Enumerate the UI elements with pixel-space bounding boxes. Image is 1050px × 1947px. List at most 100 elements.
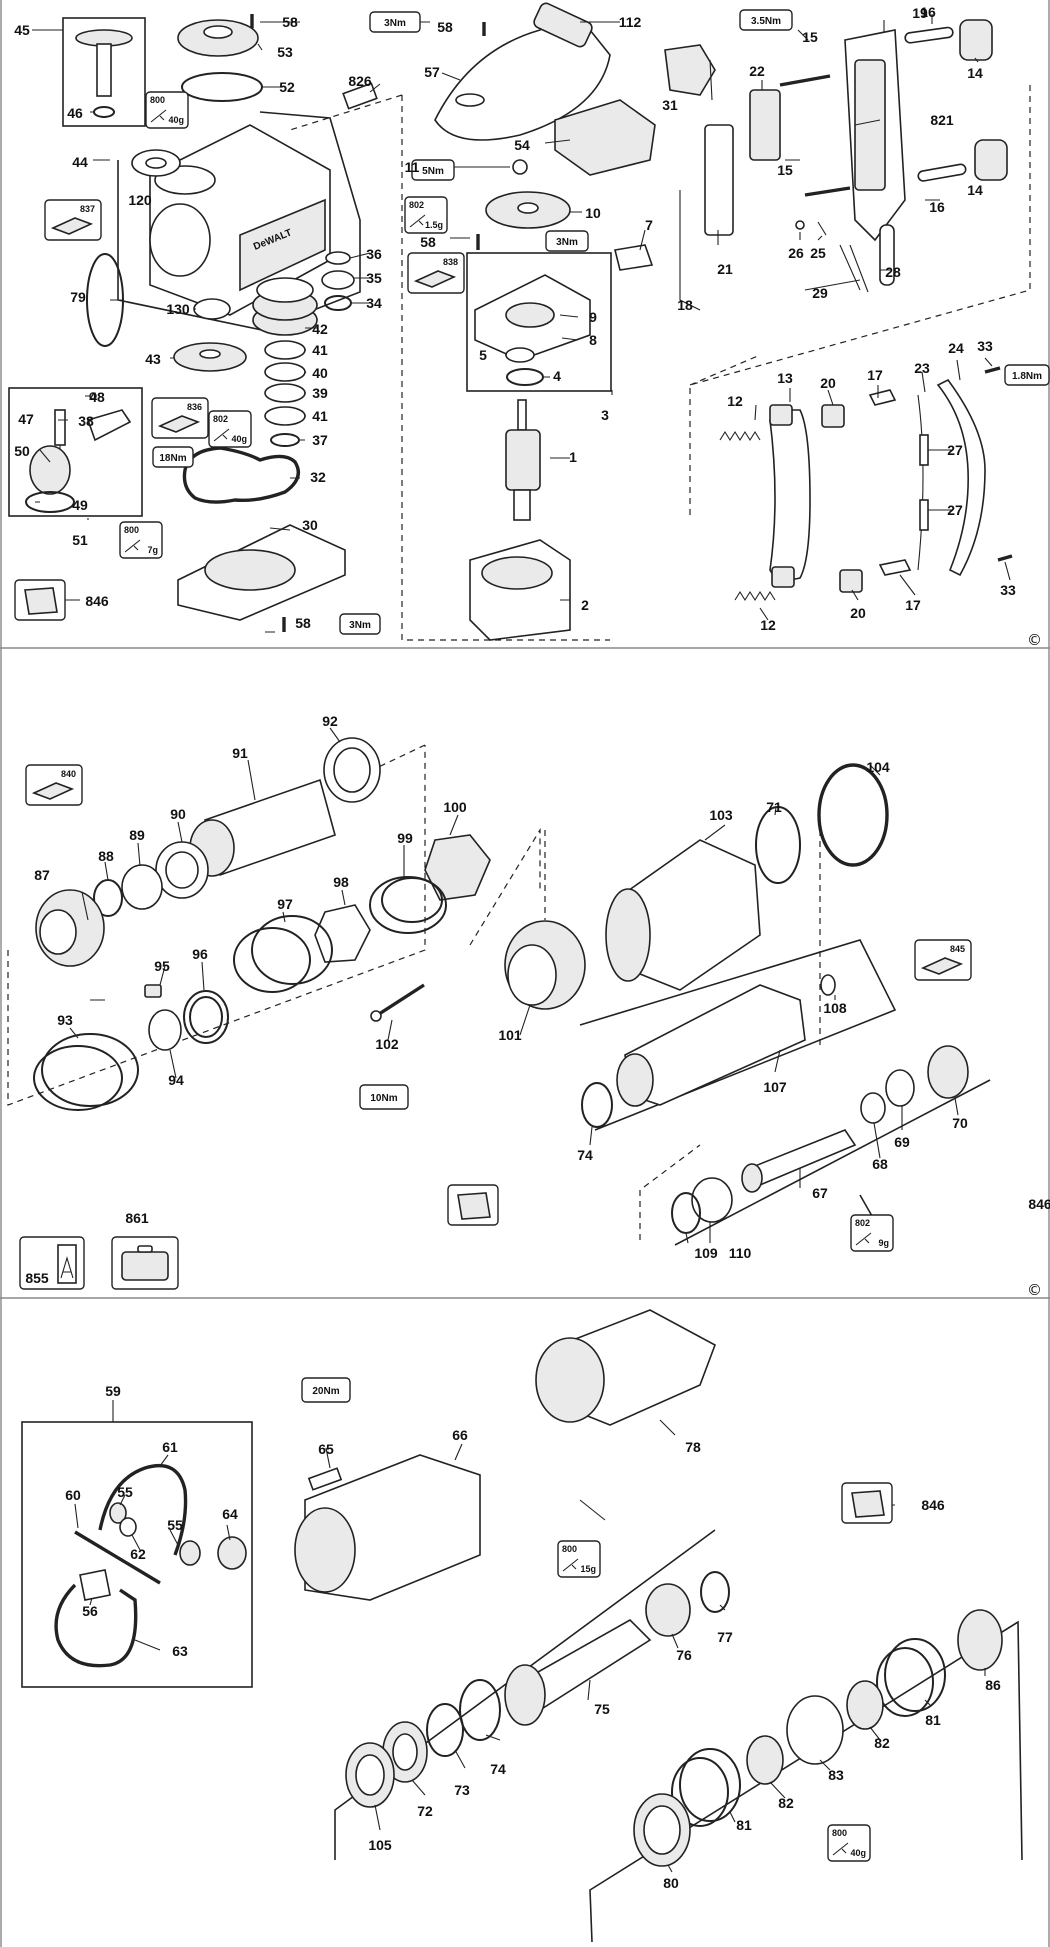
callout-label: 16 [929, 199, 945, 215]
part-75-end [504, 1664, 546, 1726]
callout-label: 22 [749, 63, 765, 79]
part-82b [746, 1735, 784, 1785]
leader-lines [69, 727, 959, 1244]
part-64 [217, 1536, 247, 1570]
carry-case-icon [111, 1236, 179, 1290]
callout-label: 82 [874, 1735, 890, 1751]
callout-label: 88 [98, 848, 114, 864]
grease-amount: 7g [147, 545, 158, 555]
frame-67 [674, 1079, 991, 1246]
part-70 [927, 1045, 969, 1099]
callout-label: 55 [117, 1484, 133, 1500]
part-41b [264, 406, 306, 426]
grease-gun-glyph [409, 214, 426, 228]
callout-label: 97 [277, 896, 293, 912]
torque-label: 3Nm [545, 230, 589, 252]
callout-label: 14 [967, 182, 983, 198]
kit-code: 837 [80, 204, 95, 214]
part-67-head [741, 1163, 763, 1193]
torque-label-frame [739, 9, 793, 31]
part-54 [554, 99, 656, 176]
grease-code: 802 [855, 1218, 870, 1228]
callout-label: 46 [67, 105, 83, 121]
kit-glyph [50, 217, 94, 235]
parts-bag-icon [841, 1482, 893, 1524]
callout-label: 58 [295, 615, 311, 631]
callout-label: 15 [777, 162, 793, 178]
part-16 [904, 26, 954, 44]
dashed-boundary [401, 95, 610, 641]
part-24 [936, 378, 986, 577]
part-93b [33, 1045, 123, 1111]
part-57 [434, 23, 611, 141]
part-97b [233, 927, 311, 993]
callout-label: 79 [70, 289, 86, 305]
part-20b [839, 569, 863, 593]
callout-label: 96 [192, 946, 208, 962]
callout-label: 50 [14, 443, 30, 459]
part-102-head [370, 1010, 382, 1022]
part-13-top [769, 404, 793, 426]
part-81c [679, 1748, 741, 1822]
part-15b [804, 186, 851, 197]
part-112 [533, 2, 593, 48]
callout-label: 67 [812, 1185, 828, 1201]
part-826 [342, 82, 378, 110]
part-92-inner [333, 747, 371, 793]
part-33 [984, 366, 1001, 374]
callout-label: 9 [589, 309, 597, 325]
callout-label: 71 [766, 799, 782, 815]
grease-badge-frame [145, 91, 189, 129]
part-96 [183, 990, 229, 1044]
dashed-boundary [689, 85, 1031, 520]
grease-amount: 40g [231, 434, 247, 444]
part-76 [645, 1583, 691, 1637]
part-87-face [39, 909, 77, 955]
callout-label: 17 [867, 367, 883, 383]
part-12 [719, 430, 761, 442]
torque-label-text: 10Nm [370, 1093, 397, 1104]
part-13 [769, 409, 811, 581]
grease-amount: 9g [878, 1238, 889, 1248]
part-80-inner [643, 1805, 681, 1855]
bag-glyph [457, 1192, 491, 1220]
torque-label-frame [1004, 364, 1050, 386]
callout-label: 90 [170, 806, 186, 822]
torque-label: 3.5Nm [739, 9, 793, 31]
part-16b [917, 163, 967, 182]
part-110 [691, 1177, 733, 1223]
callout-label: 105 [368, 1837, 392, 1853]
callout-label: 26 [788, 245, 804, 261]
part-66-front [294, 1507, 356, 1593]
part-90-inner [165, 851, 199, 889]
callout-label: 61 [162, 1439, 178, 1455]
part-46 [93, 106, 115, 118]
part-3-bore [505, 302, 555, 328]
part-44-logo-area [239, 198, 326, 292]
part-49 [25, 491, 75, 513]
callout-label: 112 [619, 14, 642, 30]
part-99 [369, 876, 447, 934]
callout-label: 19 [912, 5, 928, 21]
callout-label: 7 [645, 217, 653, 233]
callout-label: 34 [366, 295, 382, 311]
panel-2-chuck-barrel [7, 727, 991, 1246]
part-26 [795, 220, 805, 230]
callout-label: 56 [82, 1603, 98, 1619]
part-41 [264, 340, 306, 360]
part-53-hub [203, 25, 233, 39]
grease-badge-frame [557, 1540, 601, 1578]
kit-code: 840 [61, 769, 76, 779]
frame-3 [466, 252, 612, 392]
torque-label: 10Nm [359, 1084, 409, 1110]
part-15 [779, 74, 831, 87]
part-17b [878, 559, 912, 576]
part-27 [919, 434, 929, 466]
part-62 [119, 1517, 137, 1537]
part-42-face [256, 277, 314, 303]
torque-label-text: 3.5Nm [751, 16, 781, 27]
part-29 [839, 244, 869, 293]
grease-code: 800 [562, 1544, 577, 1554]
part-74 [581, 1082, 613, 1128]
